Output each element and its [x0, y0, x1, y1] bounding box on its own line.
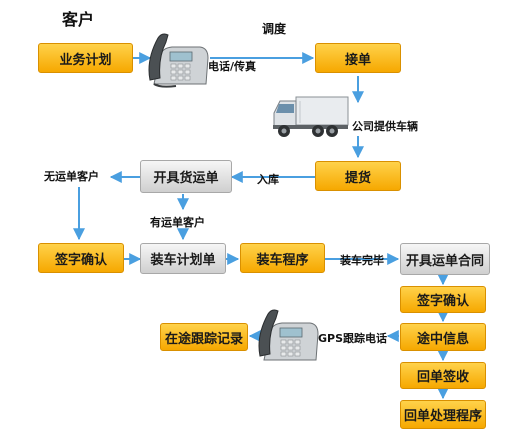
has-waybill-customer-label: 有运单客户: [150, 216, 205, 229]
truck-icon: [273, 96, 349, 137]
telephone-icon: [258, 309, 319, 361]
pick-up-node: 提货: [315, 161, 401, 191]
loading-procedure-node: 装车程序: [240, 243, 325, 273]
customer-heading: 客户: [62, 10, 95, 29]
tracking-record-node: 在途跟踪记录: [160, 323, 248, 351]
loading-done-label: 装车完毕: [340, 254, 384, 267]
sign-confirm-right-node: 签字确认: [400, 286, 486, 313]
business-plan-node: 业务计划: [38, 43, 133, 73]
dispatch-heading: 调度: [262, 22, 287, 36]
return-process-node: 回单处理程序: [400, 400, 486, 429]
sign-confirm-left-node: 签字确认: [38, 243, 124, 273]
gps-call-label: GPS跟踪电话: [318, 332, 388, 345]
return-sign-node: 回单签收: [400, 362, 486, 389]
telephone-icon: [148, 33, 209, 88]
phone-fax-label: 电话/传真: [208, 60, 257, 73]
issue-contract-node: 开具运单合同: [400, 243, 490, 275]
issue-waybill-node: 开具货运单: [140, 160, 232, 193]
no-waybill-customer-label: 无运单客户: [44, 170, 99, 183]
company-truck-label: 公司提供车辆: [352, 120, 418, 133]
in-transit-info-node: 途中信息: [400, 323, 486, 351]
loading-plan-node: 装车计划单: [140, 243, 226, 274]
receive-order-node: 接单: [315, 43, 401, 73]
warehouse-in-label: 入库: [257, 173, 279, 186]
